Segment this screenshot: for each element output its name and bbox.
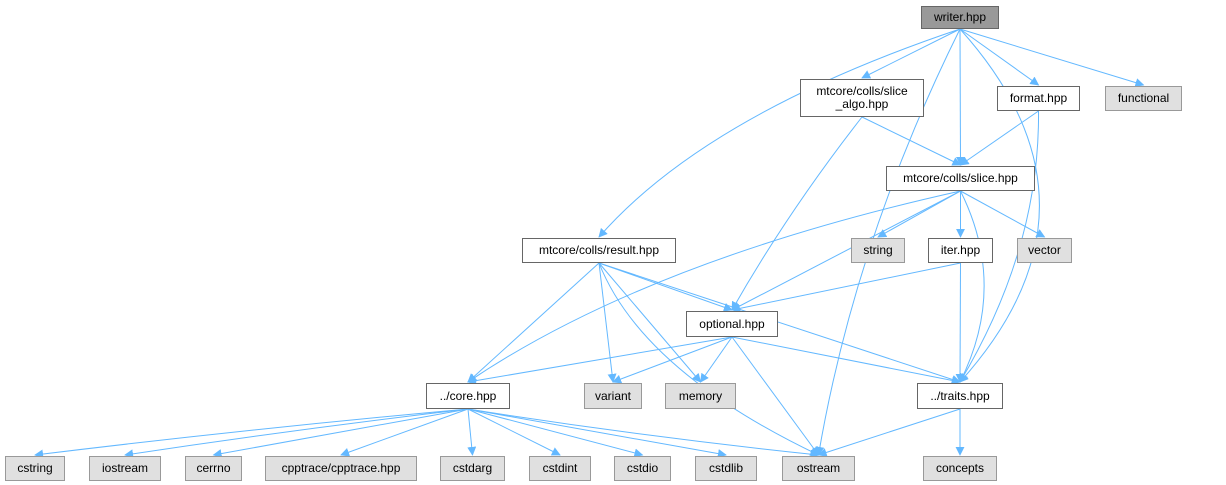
node-label: cpptrace/cpptrace.hpp xyxy=(281,461,401,475)
node-cstdarg[interactable]: cstdarg xyxy=(440,456,505,481)
node-cstring[interactable]: cstring xyxy=(5,456,65,481)
node-label: functional xyxy=(1117,91,1170,105)
edge-result-to-memory xyxy=(598,262,702,383)
node-result-hpp[interactable]: mtcore/colls/result.hpp xyxy=(522,238,676,263)
node-label: cstdint xyxy=(542,461,578,475)
node-cerrno[interactable]: cerrno xyxy=(185,456,242,481)
edge-core-to-cstring xyxy=(34,408,469,459)
node-label: mtcore/colls/slice.hpp xyxy=(903,171,1018,185)
edge-slice-to-optional xyxy=(731,190,961,311)
node-label: mtcore/colls/result.hpp xyxy=(538,243,660,257)
edge-traits-to-ostream xyxy=(817,408,961,457)
edge-optional-to-ostream xyxy=(731,336,820,456)
edge-iter-to-traits xyxy=(955,262,965,383)
node-slice-algo-hpp[interactable]: mtcore/colls/slice _algo.hpp xyxy=(800,79,924,117)
node-label: memory xyxy=(678,388,723,403)
edge-result-to-variant xyxy=(598,262,617,383)
node-vector[interactable]: vector xyxy=(1017,238,1072,263)
edge-optional-to-memory xyxy=(699,336,733,383)
node-functional[interactable]: functional xyxy=(1105,86,1182,111)
node-traits-hpp[interactable]: ../traits.hpp xyxy=(917,383,1003,409)
node-label: string xyxy=(863,243,893,257)
node-writer-hpp[interactable]: writer.hpp xyxy=(921,6,999,29)
edge-result-to-ostream xyxy=(598,262,820,456)
node-core-hpp[interactable]: ../core.hpp xyxy=(426,383,510,409)
node-label: concepts xyxy=(935,461,985,475)
edge-core-to-cstdlib xyxy=(467,408,727,459)
node-label: iostream xyxy=(101,461,148,475)
node-label: ../core.hpp xyxy=(439,388,497,403)
edge-core-to-iostream xyxy=(124,408,469,459)
node-memory[interactable]: memory xyxy=(665,383,736,409)
node-label: writer.hpp xyxy=(933,10,987,24)
node-ostream[interactable]: ostream xyxy=(782,456,855,481)
edge-writer-to-traits xyxy=(959,28,1040,383)
node-cstdint[interactable]: cstdint xyxy=(529,456,591,481)
node-optional-hpp[interactable]: optional.hpp xyxy=(686,311,778,337)
node-cstdio[interactable]: cstdio xyxy=(614,456,671,481)
node-variant[interactable]: variant xyxy=(584,383,642,409)
node-string[interactable]: string xyxy=(851,238,905,263)
edge-core-to-cerrno xyxy=(212,408,469,458)
edge-core-to-cstdarg xyxy=(467,408,477,456)
node-label: vector xyxy=(1028,243,1061,257)
edge-writer-to-result xyxy=(598,28,961,238)
node-label: iter.hpp xyxy=(940,243,981,257)
node-label: cstdlib xyxy=(708,461,743,475)
edge-result-to-core xyxy=(467,262,600,383)
node-label: cstring xyxy=(17,461,53,475)
edge-core-to-cpptrace xyxy=(340,408,469,457)
edge-core-to-cstdio xyxy=(467,408,644,458)
edge-iter-to-optional xyxy=(731,262,961,313)
edge-result-to-traits xyxy=(598,262,961,384)
node-label: cstdio xyxy=(626,461,659,475)
edge-writer-to-functional xyxy=(959,28,1145,87)
node-cpptrace-hpp[interactable]: cpptrace/cpptrace.hpp xyxy=(265,456,417,481)
edge-slice_algo-to-slice xyxy=(861,116,962,166)
node-concepts[interactable]: concepts xyxy=(923,456,997,481)
node-iter-hpp[interactable]: iter.hpp xyxy=(928,238,993,263)
node-label: cstdarg xyxy=(452,461,493,475)
edge-format-to-slice xyxy=(959,110,1039,166)
edge-layer xyxy=(34,28,1145,459)
node-label: variant xyxy=(594,388,632,403)
edge-core-to-ostream xyxy=(467,408,820,459)
edge-writer-to-format xyxy=(959,28,1040,86)
edge-slice-to-vector xyxy=(960,190,1046,238)
node-slice-hpp[interactable]: mtcore/colls/slice.hpp xyxy=(886,166,1035,191)
edge-core-to-cstdint xyxy=(467,408,561,456)
edge-slice-to-core xyxy=(467,190,961,383)
edge-optional-to-core xyxy=(467,336,733,386)
node-iostream[interactable]: iostream xyxy=(89,456,161,481)
node-label: cerrno xyxy=(196,461,231,475)
node-format-hpp[interactable]: format.hpp xyxy=(997,86,1080,111)
node-label: ../traits.hpp xyxy=(930,388,990,403)
edge-slice-to-traits xyxy=(959,190,985,383)
edge-optional-to-traits xyxy=(731,336,961,385)
node-cstdlib[interactable]: cstdlib xyxy=(695,456,757,481)
edge-optional-to-variant xyxy=(612,336,733,384)
edge-writer-to-slice_algo xyxy=(861,28,961,79)
node-label: mtcore/colls/slice _algo.hpp xyxy=(816,84,908,111)
node-label: optional.hpp xyxy=(699,316,765,331)
edge-slice_algo-to-optional xyxy=(731,116,863,311)
edge-writer-to-slice xyxy=(955,28,965,166)
node-label: format.hpp xyxy=(1009,91,1068,105)
node-label: ostream xyxy=(796,461,841,475)
